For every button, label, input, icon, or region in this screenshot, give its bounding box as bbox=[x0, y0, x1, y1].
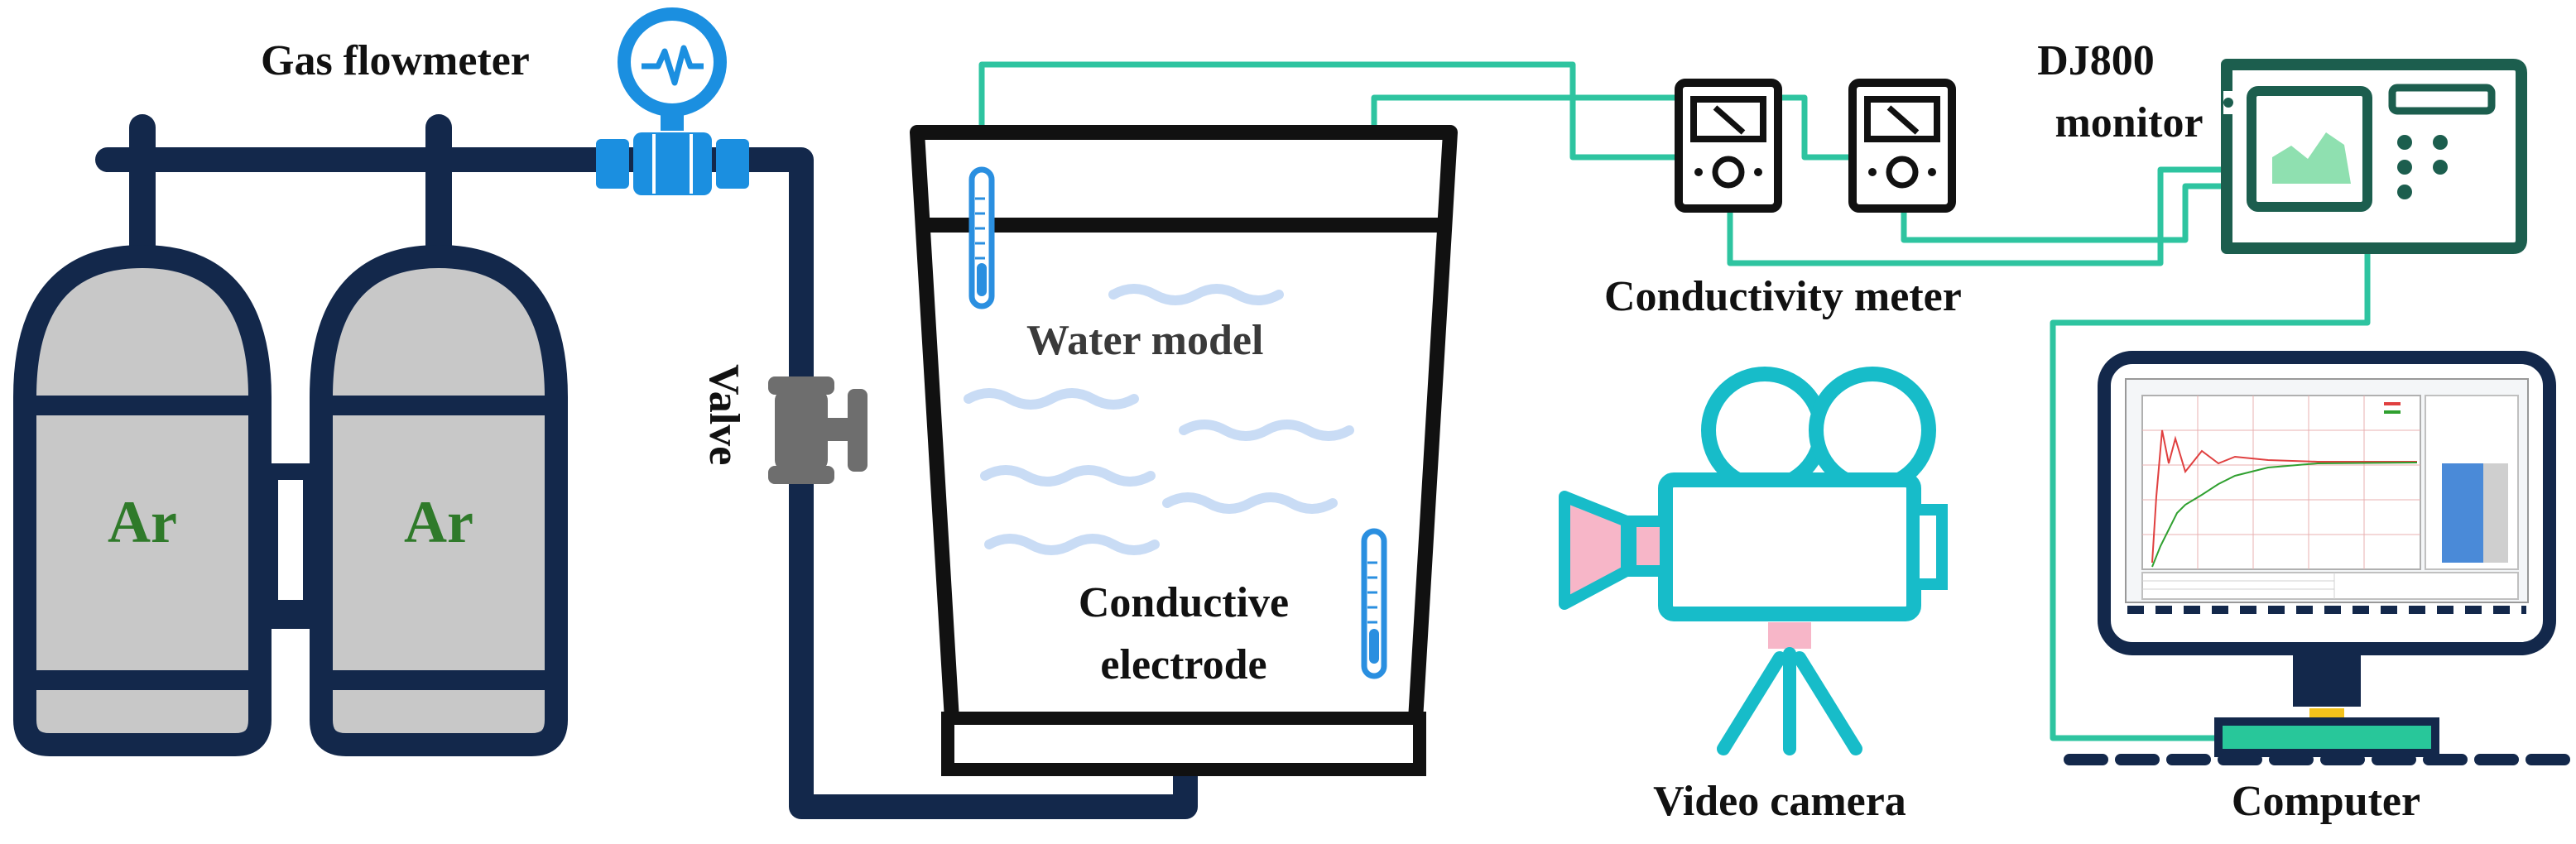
flowmeter-icon bbox=[596, 7, 749, 195]
conductivity-meter-icon bbox=[1848, 79, 1956, 213]
gas-label-right: Ar bbox=[404, 489, 473, 555]
water-model-label: Water model bbox=[1026, 317, 1263, 364]
wire-monitor-computer bbox=[2050, 248, 2371, 741]
valve-icon bbox=[768, 376, 867, 484]
video-camera-icon bbox=[1559, 367, 1948, 755]
cylinder-left-neck bbox=[129, 114, 156, 263]
monitor-label-line2: monitor bbox=[2055, 99, 2203, 146]
wire-meter-right-monitor bbox=[1901, 183, 2227, 243]
gas-label-left: Ar bbox=[108, 489, 177, 555]
water-waves bbox=[964, 284, 1354, 555]
gas-cylinders: Ar Ar bbox=[13, 114, 608, 756]
cylinder-bracket-window bbox=[278, 480, 303, 600]
computer-label: Computer bbox=[2232, 778, 2420, 825]
gas-cylinder-icon bbox=[310, 244, 568, 756]
electrode-probe-icon bbox=[1361, 528, 1387, 679]
conductivity-meter-icon bbox=[1675, 79, 1782, 213]
computer-icon bbox=[2064, 351, 2572, 765]
valve-label: Valve bbox=[700, 364, 747, 465]
cylinder-right-neck bbox=[425, 114, 452, 263]
monitor-label-line1: DJ800 bbox=[2037, 37, 2155, 84]
gas-cylinder-icon bbox=[13, 244, 272, 756]
conductivity-meter-label: Conductivity meter bbox=[1604, 273, 1962, 320]
electrode-probe-icon bbox=[968, 166, 995, 309]
conductive-electrode-label-line1: Conductive bbox=[1079, 579, 1289, 626]
monitor-device-icon bbox=[2221, 59, 2527, 255]
water-tank-icon: Water model bbox=[910, 125, 1458, 776]
wire-meter-left-monitor bbox=[1727, 166, 2227, 266]
video-camera-label: Video camera bbox=[1653, 778, 1906, 825]
conductive-electrode-label-line2: electrode bbox=[1100, 641, 1266, 688]
manifold-pipe bbox=[95, 147, 608, 172]
wire-probe-left bbox=[978, 61, 1680, 182]
flowmeter-label: Gas flowmeter bbox=[261, 37, 530, 84]
